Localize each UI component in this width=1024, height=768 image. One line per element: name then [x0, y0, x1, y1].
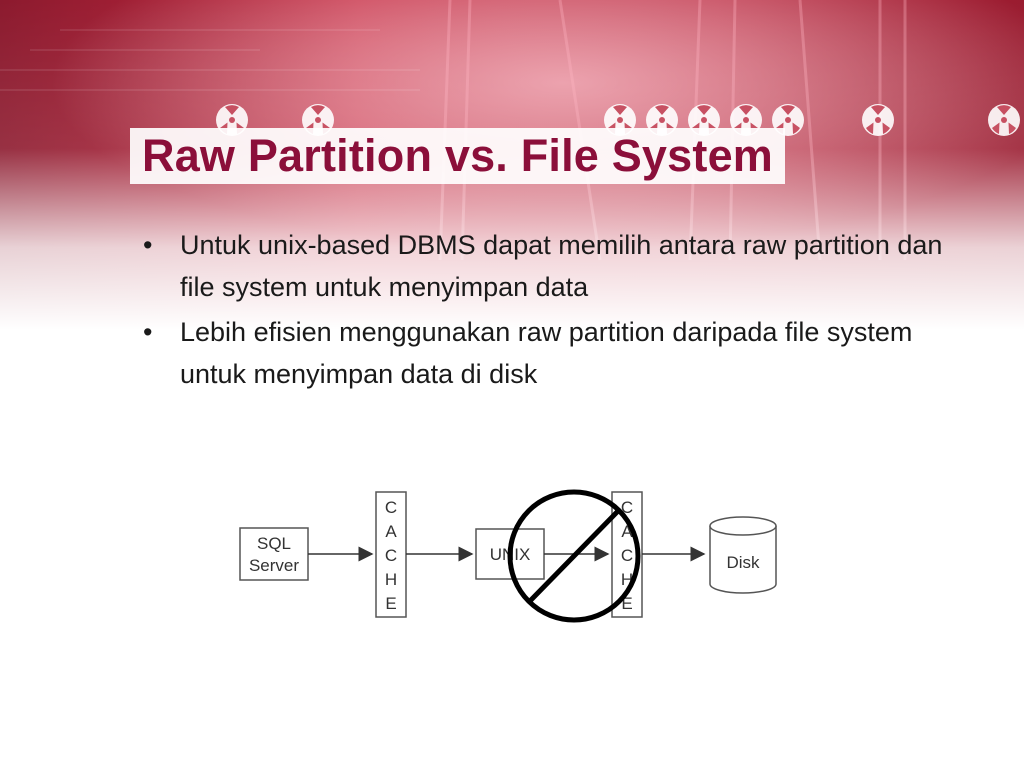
cache-letter: E: [385, 594, 396, 613]
sql-server-box: SQL Server: [239, 527, 309, 581]
bullet-list: • Untuk unix-based DBMS dapat memilih an…: [140, 224, 980, 398]
diagram-svg: SQL Server C A C H E UNIX C A C: [239, 489, 777, 623]
slide-title: Raw Partition vs. File System: [142, 130, 774, 181]
bullet-item: • Lebih efisien menggunakan raw partitio…: [140, 311, 980, 395]
cache-letter: E: [621, 594, 632, 613]
title-box: Raw Partition vs. File System: [130, 128, 786, 184]
bullet-text: Untuk unix-based DBMS dapat memilih anta…: [180, 230, 943, 302]
disk-icon: Disk: [709, 516, 777, 594]
sql-server-label-line1: SQL: [257, 534, 291, 553]
disk-label: Disk: [726, 553, 760, 572]
prohibition-icon: [507, 489, 641, 623]
cache-letter: A: [385, 522, 397, 541]
cache-box-1: C A C H E: [375, 491, 407, 618]
bullet-icon: •: [143, 230, 153, 260]
cache-letter: H: [385, 570, 397, 589]
architecture-diagram: SQL Server C A C H E UNIX C A C: [230, 482, 790, 637]
bullet-item: • Untuk unix-based DBMS dapat memilih an…: [140, 224, 980, 308]
cache-letter: C: [385, 498, 397, 517]
cache-letter: C: [621, 546, 633, 565]
sql-server-label-line2: Server: [249, 556, 299, 575]
bullet-text: Lebih efisien menggunakan raw partition …: [180, 317, 913, 389]
cache-letter: C: [385, 546, 397, 565]
bullet-icon: •: [143, 317, 153, 347]
